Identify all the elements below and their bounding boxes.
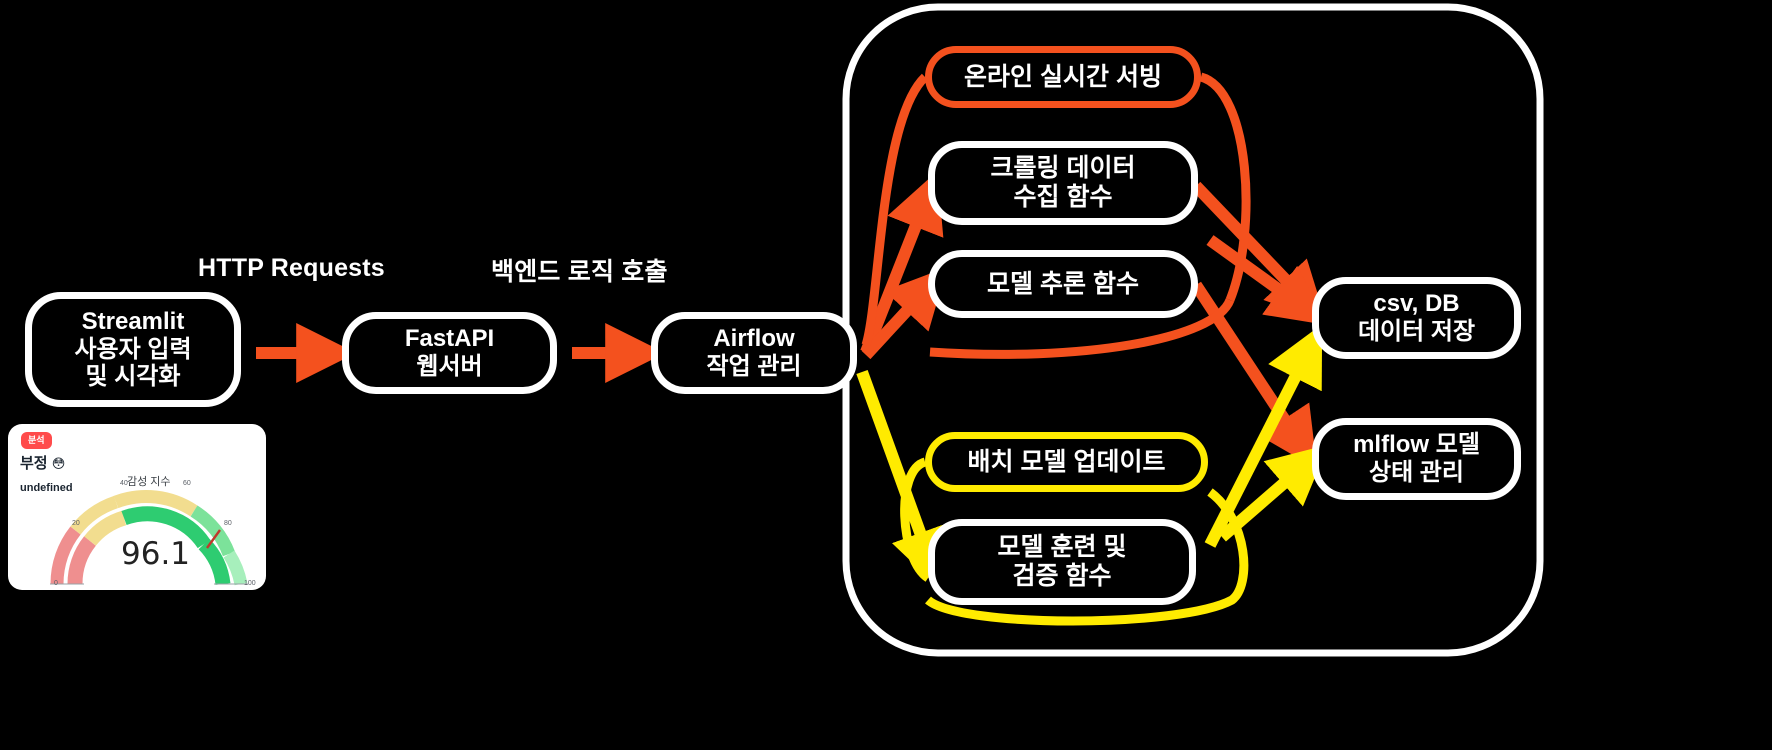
- edge-online-serving-loop-right: [1199, 72, 1251, 302]
- node-streamlit[interactable]: Streamlit 사용자 입력 및 시각화: [25, 292, 241, 407]
- node-crawling-function[interactable]: 크롤링 데이터 수집 함수: [928, 141, 1198, 225]
- node-train-validate-function[interactable]: 모델 훈련 및 검증 함수: [928, 519, 1196, 605]
- edge-airflow-to-inference: [861, 267, 948, 360]
- node-crawling-function-line-1: 크롤링 데이터: [990, 154, 1136, 182]
- edge-label-http-requests: HTTP Requests: [198, 254, 385, 282]
- sentiment-emoji: 😳: [51, 456, 66, 471]
- analysis-badge: 분석: [21, 432, 52, 449]
- node-csv-db-line-1: csv, DB: [1373, 290, 1460, 318]
- node-streamlit-line-3: 및 시각화: [85, 363, 181, 391]
- gauge-inner-band-yellow: [84, 510, 127, 546]
- edge-train-to-mlflow: [1218, 444, 1329, 542]
- edge-airflow-to-train: [856, 369, 949, 590]
- gauge-threshold-needle: [206, 529, 221, 549]
- node-crawling-function-line-2: 수집 함수: [1013, 183, 1113, 211]
- sentiment-result-label: 부정 😳: [20, 456, 65, 471]
- gauge-tick-100: 100: [244, 580, 256, 587]
- gauge-inner-band-green: [121, 506, 211, 549]
- edge-batch-loop-left: [900, 457, 931, 582]
- edge-online-serving-to-inference-return: [929, 297, 1235, 359]
- node-csv-db-storage[interactable]: csv, DB 데이터 저장: [1312, 277, 1521, 359]
- edge-inference-to-mlflow: [1190, 281, 1318, 470]
- gauge-tick-60: 60: [183, 480, 191, 487]
- gauge-title: 감성 지수: [127, 476, 171, 488]
- node-airflow-line-1: Airflow: [713, 325, 795, 353]
- node-train-validate-line-2: 검증 함수: [1012, 562, 1112, 590]
- node-streamlit-line-2: 사용자 입력: [74, 335, 192, 363]
- node-mlflow-registry[interactable]: mlflow 모델 상태 관리: [1312, 418, 1521, 500]
- node-train-validate-line-1: 모델 훈련 및: [997, 533, 1127, 561]
- node-batch-model-update[interactable]: 배치 모델 업데이트: [925, 432, 1208, 492]
- undefined-value-text: undefined: [20, 482, 73, 494]
- edge-label-backend-call: 백엔드 로직 호출: [491, 258, 668, 286]
- gauge-tick-0: 0: [54, 580, 58, 587]
- gauge-tick-20: 20: [72, 520, 80, 527]
- gauge-tick-40: 40: [120, 480, 128, 487]
- gauge-outer-band-yellow-left: [70, 495, 119, 535]
- gauge-inner-band-red: [67, 536, 97, 585]
- edge-batch-loop-bottom: [925, 488, 1249, 626]
- node-inference-function-label: 모델 추론 함수: [987, 269, 1139, 298]
- gauge-outer-band-lightgreen: [223, 550, 248, 586]
- node-fastapi-line-1: FastAPI: [404, 325, 495, 353]
- node-streamlit-line-1: Streamlit: [81, 307, 185, 335]
- edge-online-serving-to-csvdb: [1206, 235, 1329, 326]
- node-online-serving-label: 온라인 실시간 서빙: [964, 62, 1162, 91]
- gauge-value-readout: 96.1: [121, 536, 191, 572]
- gauge-outer-band-green: [113, 490, 198, 517]
- gauge-inner-band-green-right: [198, 538, 231, 586]
- node-batch-model-update-label: 배치 모델 업데이트: [967, 447, 1166, 476]
- node-fastapi-line-2: 웹서버: [416, 353, 483, 380]
- node-online-serving[interactable]: 온라인 실시간 서빙: [925, 46, 1201, 108]
- node-mlflow-line-2: 상태 관리: [1368, 459, 1464, 486]
- gauge-outer-band-green2: [190, 505, 236, 557]
- node-airflow[interactable]: Airflow 작업 관리: [651, 312, 857, 394]
- edge-train-to-csvdb: [1204, 324, 1323, 548]
- gauge-tick-80: 80: [224, 520, 232, 527]
- node-airflow-line-2: 작업 관리: [706, 353, 802, 380]
- node-csv-db-line-2: 데이터 저장: [1357, 318, 1476, 345]
- streamlit-preview-card: 분석 부정 😳 undefined 감성 지수: [8, 424, 266, 590]
- sentiment-gauge-chart: [50, 490, 248, 586]
- node-fastapi[interactable]: FastAPI 웹서버: [342, 312, 557, 394]
- node-mlflow-line-1: mlflow 모델: [1353, 431, 1480, 459]
- node-inference-function[interactable]: 모델 추론 함수: [928, 250, 1198, 318]
- gauge-outer-band-red: [50, 526, 81, 585]
- edge-online-serving-loop-left: [861, 73, 929, 347]
- sentiment-result-text: 부정: [20, 455, 48, 472]
